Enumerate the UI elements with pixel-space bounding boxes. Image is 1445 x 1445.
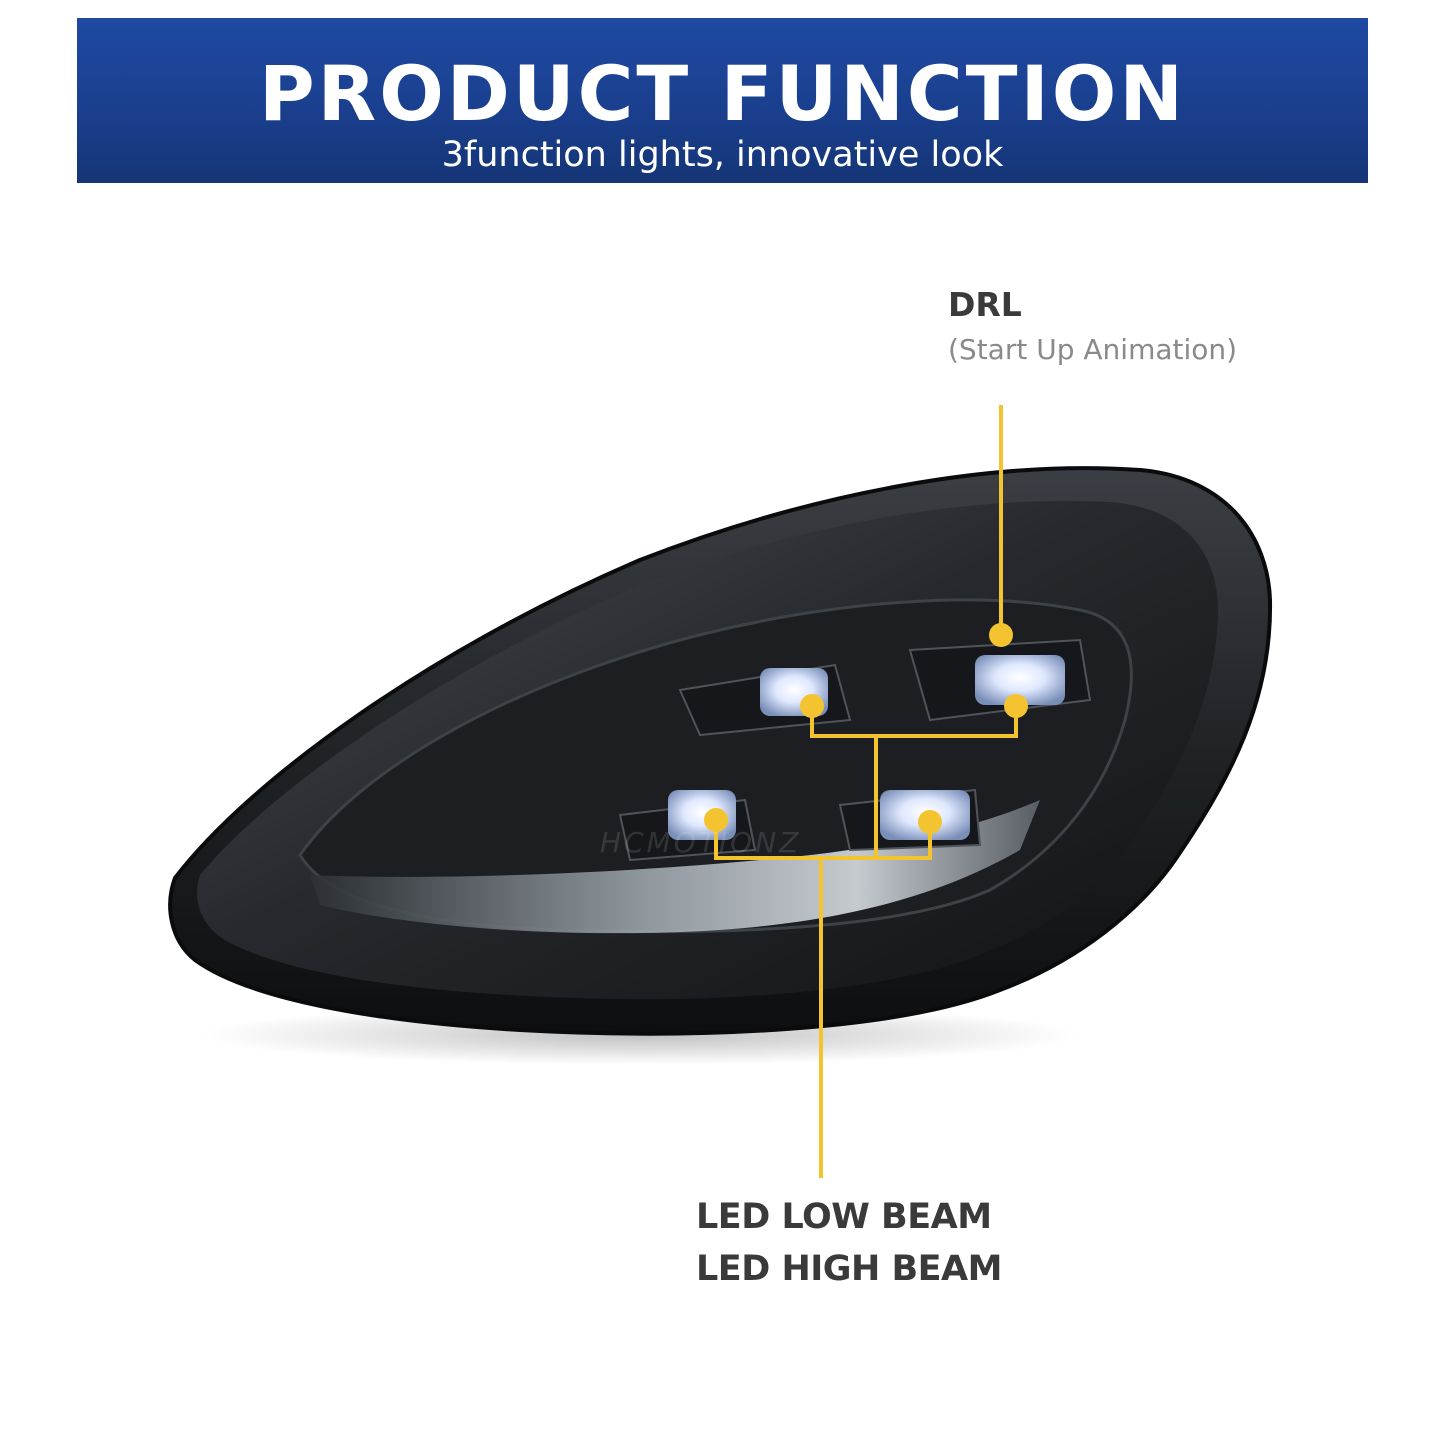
beam-marker-dot [800, 694, 824, 718]
low-beam-label: LED LOW BEAM [696, 1197, 992, 1237]
beam-marker-dot [918, 810, 942, 834]
header-banner: PRODUCT FUNCTION 3function lights, innov… [77, 18, 1368, 183]
page-subtitle: 3function lights, innovative look [441, 135, 1004, 175]
beam-marker-dot [1004, 694, 1028, 718]
drl-marker-dot [989, 623, 1013, 647]
callout-lines [714, 405, 1018, 1178]
projector-module-top-right [908, 638, 1092, 722]
page-title: PRODUCT FUNCTION [258, 49, 1187, 138]
high-beam-label: LED HIGH BEAM [696, 1249, 1002, 1289]
watermark-logo: HCMOTIONZ [600, 826, 801, 859]
drl-sublabel: (Start Up Animation) [948, 333, 1238, 366]
drl-light-strip [310, 800, 1040, 934]
drl-label: DRL [948, 285, 1022, 324]
callout-dots [704, 623, 1028, 834]
beam-marker-dot [704, 808, 728, 832]
